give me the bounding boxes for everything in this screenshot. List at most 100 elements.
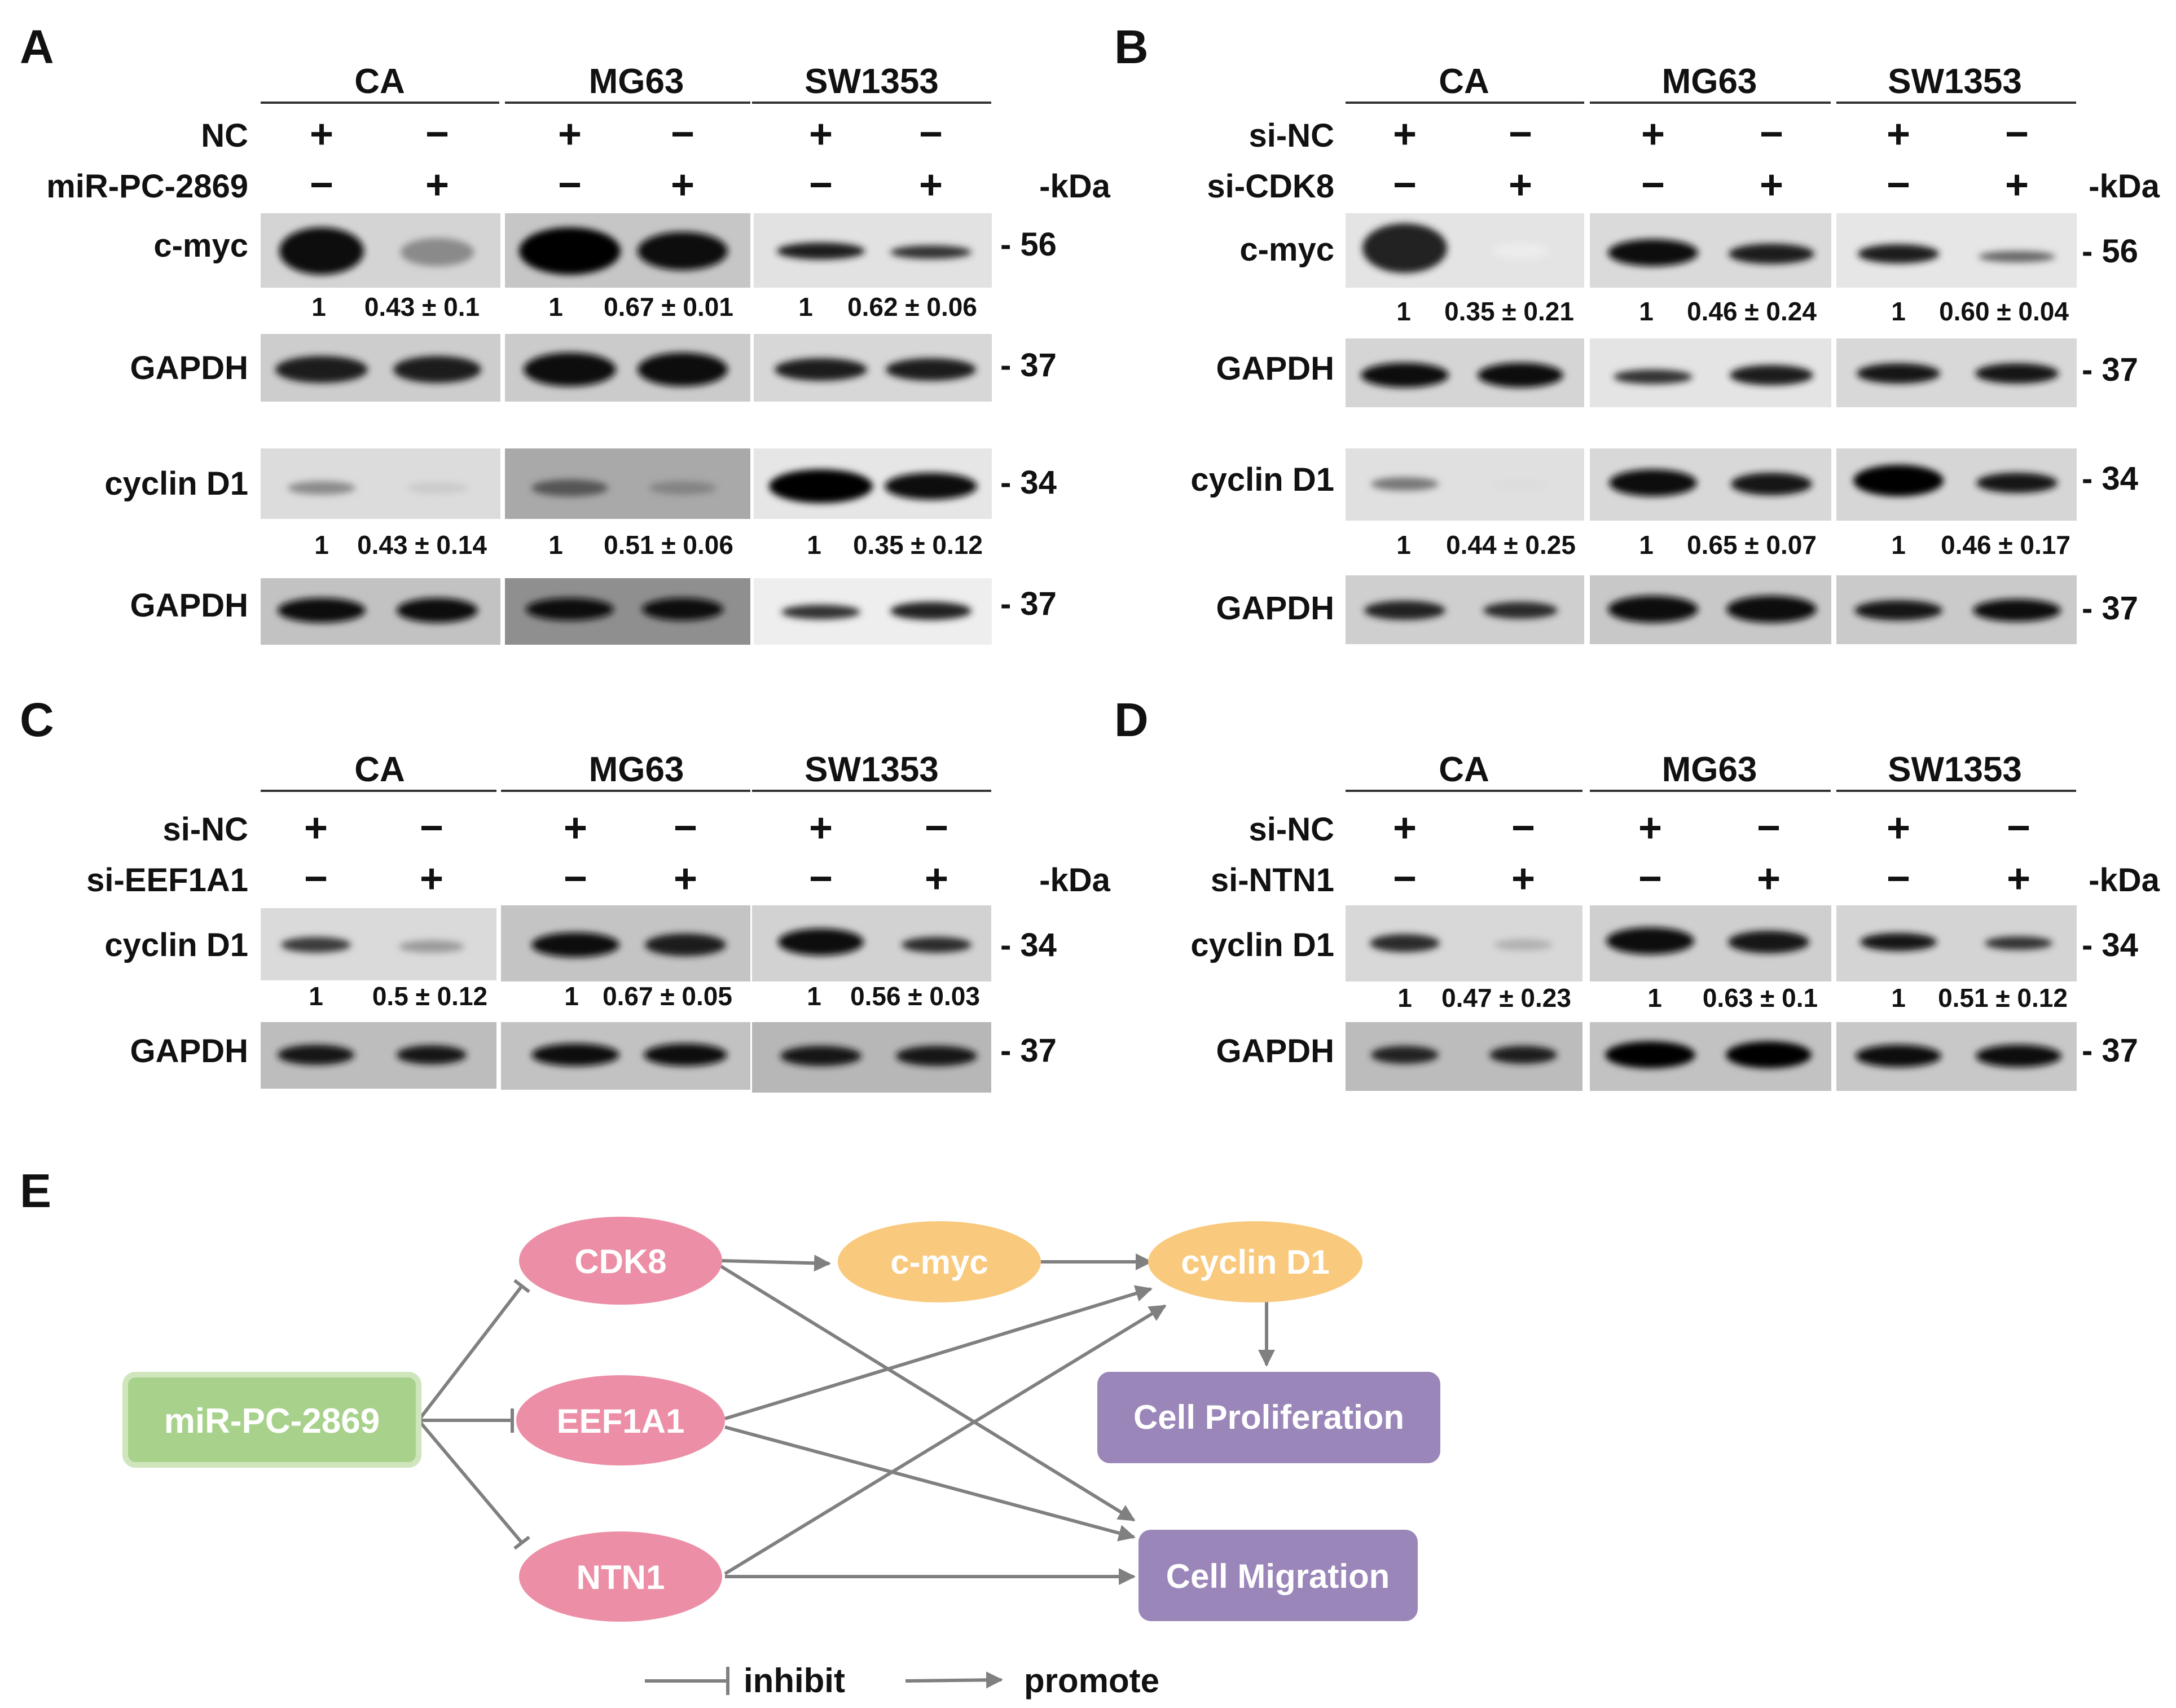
protein-band	[1858, 244, 1939, 263]
lane-mark: +	[558, 112, 582, 157]
quantification: 1	[1639, 297, 1654, 326]
protein-band	[1371, 1046, 1439, 1064]
protein-band	[519, 227, 621, 275]
protein-band	[399, 940, 464, 953]
cyclin-d1-node	[1148, 1221, 1362, 1302]
kda-label: -kDa	[2089, 862, 2160, 899]
protein-band	[1492, 481, 1549, 490]
protein-band	[279, 227, 364, 275]
lane-mark: +	[2007, 856, 2030, 901]
protein-band	[281, 937, 351, 953]
lane-mark: +	[2005, 162, 2029, 208]
protein-band	[1726, 1041, 1812, 1068]
quantification: 0.35 ± 0.12	[853, 530, 983, 560]
protein-band	[781, 605, 860, 619]
promote-edge	[720, 1254, 831, 1272]
inhibit-edge	[417, 1419, 524, 1544]
quantification: 1	[807, 530, 821, 560]
cell-line-header: CA	[354, 62, 405, 101]
cell-line-header: CA	[1439, 750, 1489, 789]
inhibit-bar	[513, 1535, 530, 1550]
protein-band	[1483, 602, 1558, 619]
cell-line-header: SW1353	[805, 750, 939, 789]
quantification: 1	[1891, 530, 1906, 560]
panel-e: E miR-PC-2869 CDK8 EEF1A1	[20, 1164, 1440, 1700]
cell-line-header: MG63	[589, 750, 684, 789]
protein-band	[890, 245, 971, 259]
lane-mark: +	[1760, 162, 1783, 208]
treatment-label: miR-PC-2869	[46, 168, 248, 205]
lane-mark: −	[919, 112, 943, 157]
lane-mark: −	[310, 162, 333, 208]
lane-mark: −	[1641, 162, 1665, 208]
lane-mark: +	[1638, 805, 1662, 851]
kda-label: -kDa	[2089, 168, 2160, 205]
lane-mark: −	[420, 805, 443, 851]
panel-letter: B	[1114, 20, 1149, 73]
cmyc-node	[838, 1221, 1041, 1302]
protein-label: cyclin D1	[104, 927, 248, 963]
protein-band	[638, 353, 728, 386]
protein-label: GAPDH	[1216, 1033, 1334, 1069]
lane-mark: −	[2005, 112, 2029, 157]
treatment-label: si-NC	[163, 811, 248, 848]
treatment-label: si-CDK8	[1207, 168, 1334, 205]
promote-edge	[724, 1425, 1136, 1542]
protein-band	[1371, 477, 1439, 491]
protein-band	[531, 1044, 619, 1066]
protein-band	[1370, 934, 1440, 952]
protein-band	[1731, 473, 1812, 495]
quantification: 0.46 ± 0.17	[1941, 530, 2071, 560]
lane-mark: +	[919, 162, 943, 208]
protein-band	[1976, 1045, 2061, 1067]
molecular-weight: - 56	[2082, 233, 2138, 270]
lane-mark: −	[809, 856, 833, 901]
eef1a1-node	[516, 1375, 725, 1465]
protein-band	[1857, 363, 1940, 384]
protein-band	[1361, 363, 1449, 388]
ntn1-node	[519, 1531, 722, 1622]
protein-band	[1605, 1041, 1695, 1068]
quantification: 0.51 ± 0.12	[1938, 983, 2068, 1013]
quantification: 0.47 ± 0.23	[1441, 983, 1571, 1013]
protein-band	[885, 473, 977, 500]
quantification: 0.67 ± 0.01	[604, 292, 733, 322]
protein-band	[397, 1045, 467, 1064]
treatment-label: si-EEF1A1	[86, 862, 248, 899]
protein-band	[1729, 244, 1814, 264]
quantification: 1	[798, 292, 813, 322]
protein-band	[1975, 363, 2059, 384]
ntn1-node-label: NTN1	[577, 1559, 665, 1596]
panel-d: D CA MG63 SW1353 si-NC si-NTN1 + − + − +…	[1114, 693, 2160, 1091]
quantification: 0.35 ± 0.21	[1444, 297, 1574, 326]
protein-band	[780, 1046, 861, 1066]
lane-mark: −	[2007, 805, 2030, 851]
protein-band	[1609, 469, 1697, 496]
lane-mark: −	[1509, 112, 1532, 157]
protein-band	[1489, 1046, 1557, 1064]
lane-mark: +	[1887, 112, 1910, 157]
cell-proliferation-node	[1097, 1372, 1440, 1463]
molecular-weight: - 37	[2082, 590, 2138, 627]
kda-label: -kDa	[1039, 168, 1110, 205]
cell-line-header: MG63	[1662, 750, 1757, 789]
protein-band	[644, 1044, 727, 1066]
treatment-label: NC	[201, 117, 248, 154]
quantification: 0.60 ± 0.04	[1939, 297, 2069, 326]
quantification: 1	[311, 292, 326, 322]
lane-mark: +	[674, 856, 697, 901]
quantification: 1	[564, 981, 579, 1011]
quantification: 0.67 ± 0.05	[603, 981, 732, 1011]
protein-band	[526, 598, 614, 620]
panel-letter: C	[20, 693, 54, 746]
lane-mark: +	[310, 112, 333, 157]
protein-label: cyclin D1	[1190, 461, 1334, 498]
molecular-weight: - 34	[2082, 927, 2138, 963]
protein-band	[649, 481, 716, 495]
protein-label: GAPDH	[130, 587, 248, 624]
protein-band	[1730, 365, 1813, 385]
kda-label: -kDa	[1039, 862, 1110, 899]
lane-mark: −	[925, 805, 948, 851]
protein-band	[769, 469, 873, 503]
